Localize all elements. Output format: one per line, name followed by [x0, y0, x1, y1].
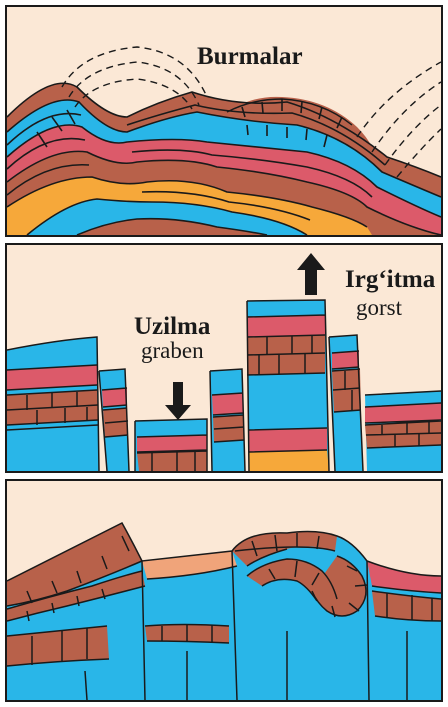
panel-faults: Uzilma graben Irg‘itma gorst: [5, 243, 443, 473]
fold-strata-drawing: [7, 7, 441, 235]
downthrow-label: Uzilma: [134, 314, 210, 339]
upthrow-label: Irg‘itma: [345, 267, 435, 292]
panel-folds: Burmalar: [5, 5, 443, 237]
folds-label: Burmalar: [197, 44, 303, 69]
panel-overturned: [5, 479, 443, 702]
arrow-up-icon: [297, 253, 325, 295]
arrow-down-icon: [165, 382, 191, 420]
graben-label: graben: [141, 339, 204, 362]
horst-label: gorst: [356, 296, 402, 319]
overturned-strata-drawing: [7, 481, 441, 700]
